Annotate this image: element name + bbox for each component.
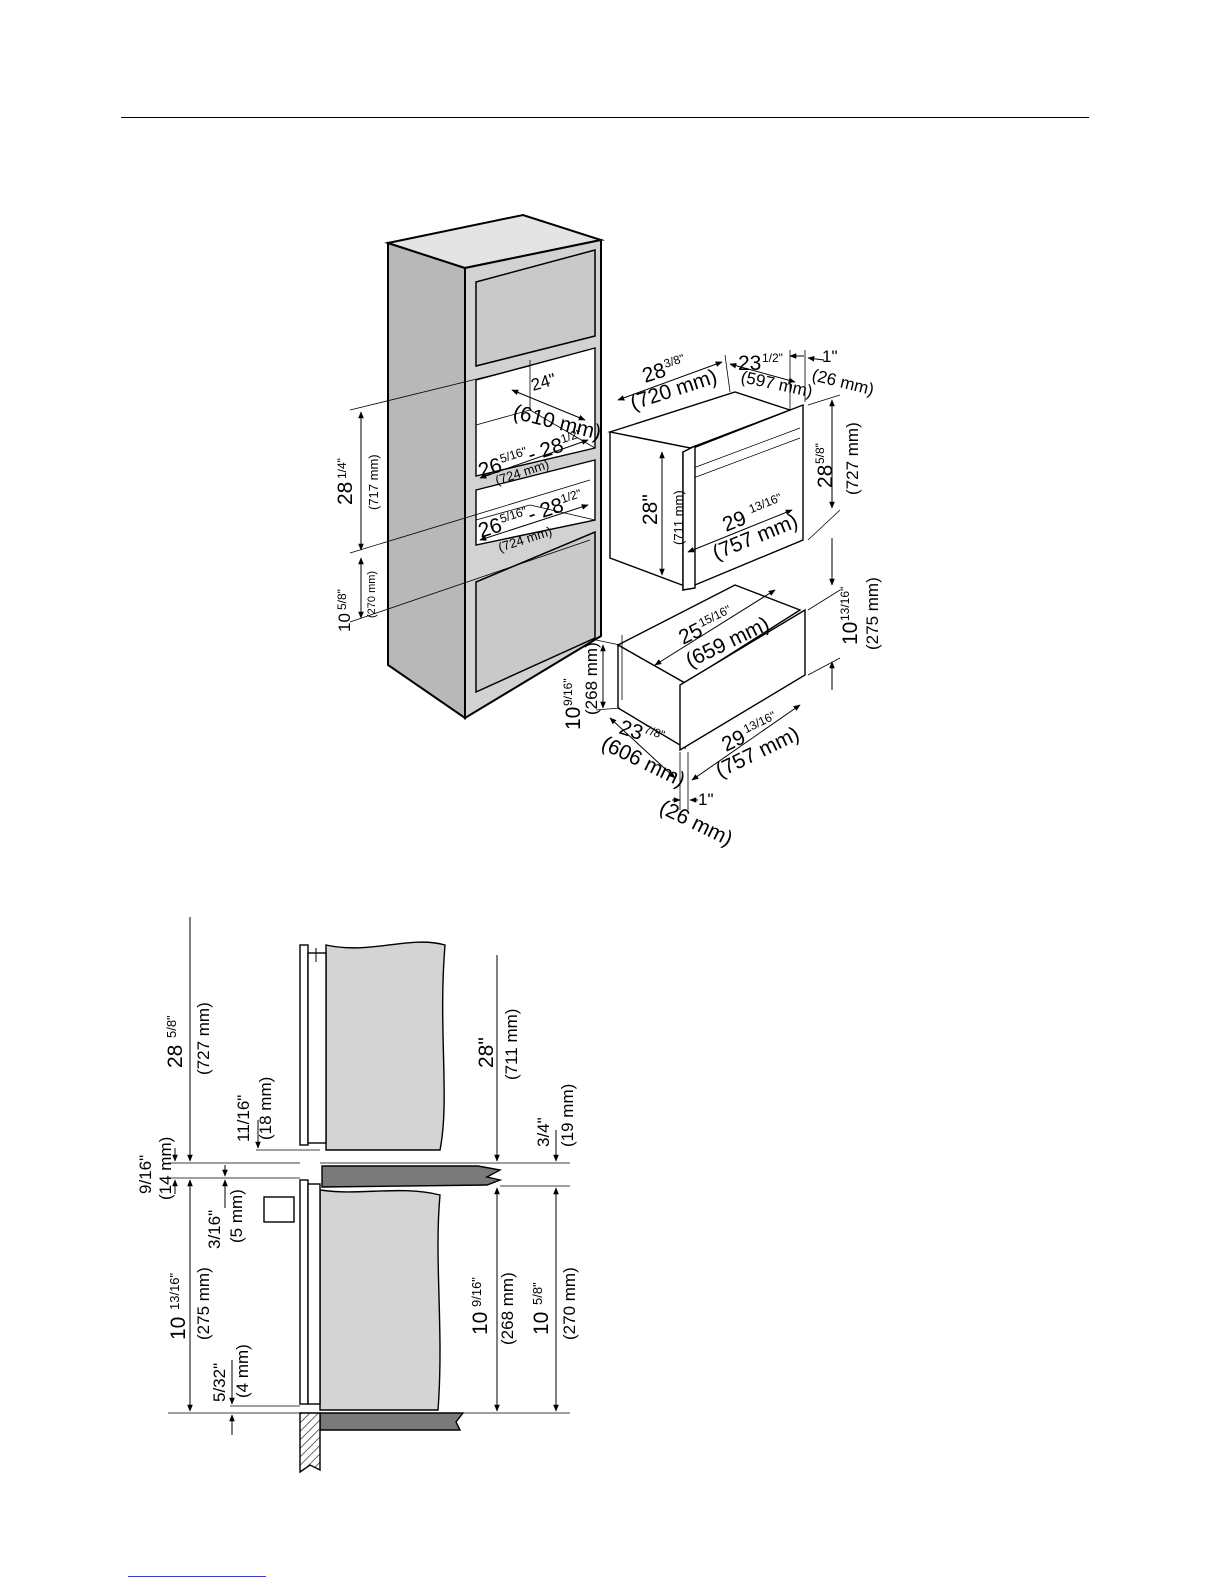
drawer-body-h: 10 — [562, 707, 585, 730]
oven-front: 1" — [822, 347, 838, 366]
cab-lower-mm: (270 mm) — [366, 571, 378, 618]
sec-gap3: 3/16" — [205, 1210, 224, 1249]
section-oven-front — [299, 944, 309, 1146]
oven-width-mm: (597 mm) — [739, 367, 814, 401]
cab-lower-frac: 5/8" — [335, 589, 349, 610]
cab-height: 28 — [334, 482, 357, 505]
sec-shelf: 3/4" — [534, 1117, 553, 1147]
drawer-dimensions — [595, 538, 841, 810]
cabinet-dimensions — [349, 365, 591, 623]
sec-gap2: 9/16" — [136, 1155, 155, 1194]
oven-body-h: 28" — [639, 494, 662, 525]
oven-width: 23 — [738, 352, 761, 375]
sec-gap4: 5/32" — [210, 1363, 229, 1402]
drawer-front-h: 10 — [839, 622, 862, 645]
sec-niche-h-frac: 5/8" — [530, 1282, 545, 1305]
sec-niche-h-mm: (270 mm) — [560, 1267, 579, 1340]
oven-depth-frac: 3/8" — [662, 351, 686, 371]
oven-front-h-mm: (727 mm) — [843, 422, 862, 495]
sec-oven-front-h: 28 — [164, 1045, 187, 1068]
drawer-front-h-mm: (275 mm) — [863, 577, 882, 650]
sec-oven-body-h: 28" — [475, 1037, 498, 1068]
niche-depth2-to-frac: 1/2" — [559, 486, 583, 506]
cabinet-isometric — [384, 213, 605, 720]
sec-oven-body-h-mm: (711 mm) — [502, 1009, 521, 1080]
sec-oven-front-h-mm: (727 mm) — [194, 1002, 213, 1075]
oven-front-h-frac: 5/8" — [813, 443, 827, 464]
section-oven-body — [325, 941, 446, 1151]
sec-drawer-body-h-mm: (268 mm) — [498, 1272, 517, 1345]
section-drawer-body — [319, 1189, 441, 1411]
oven-dimensions — [617, 350, 841, 576]
cab-height-frac: 1/4" — [335, 458, 349, 479]
cab-lower: 10 — [335, 613, 354, 632]
cabinet-lower-panel — [475, 530, 596, 694]
drawer-front-mm: (26 mm) — [656, 796, 736, 851]
drawer-front: 1" — [698, 790, 714, 809]
niche-depth1-to-frac: 1/2" — [559, 426, 583, 446]
cabinet-upper-panel — [475, 249, 596, 367]
sec-drawer-body-h-frac: 9/16" — [469, 1277, 484, 1307]
section-view — [263, 941, 503, 1474]
sec-oven-front-h-frac: 5/8" — [164, 1015, 179, 1038]
footer-link-line — [128, 1576, 266, 1577]
oven-width-frac: 1/2" — [762, 351, 783, 365]
section-wall-hatch — [299, 1412, 321, 1474]
oven-isometric — [607, 391, 804, 592]
section-dimensions — [168, 917, 570, 1435]
sec-gap3-mm: (5 mm) — [227, 1189, 246, 1243]
sec-niche-h: 10 — [530, 1312, 553, 1335]
drawer-body-h-mm: (268 mm) — [582, 642, 601, 715]
sec-drawer-front-h-frac: 13/16" — [167, 1272, 182, 1310]
oven-front-mm: (26 mm) — [810, 365, 876, 399]
section-drawer-handle — [263, 1196, 295, 1223]
cab-height-mm: (717 mm) — [366, 454, 381, 510]
sec-shelf-mm: (19 mm) — [558, 1084, 577, 1147]
sec-gap4-mm: (4 mm) — [233, 1344, 252, 1398]
section-shelf — [321, 1165, 503, 1188]
section-floor — [319, 1412, 465, 1431]
drawer-width-frac: 7/8" — [642, 722, 666, 742]
cabinet-side — [387, 241, 466, 720]
drawer-body-h-frac: 9/16" — [561, 678, 575, 706]
drawer-front-h-frac: 13/16" — [838, 587, 852, 621]
oven-front-h: 28 — [814, 465, 837, 488]
header-rule — [121, 117, 1089, 118]
section-drawer-front — [299, 1179, 309, 1405]
sec-drawer-body-h: 10 — [469, 1312, 492, 1335]
sec-gap2-mm: (14 mm) — [156, 1137, 175, 1200]
sec-drawer-front-h: 10 — [167, 1317, 190, 1340]
oven-body-h-mm: (711 mm) — [671, 490, 686, 545]
sec-gap1: 11/16" — [234, 1095, 253, 1142]
sec-drawer-front-h-mm: (275 mm) — [194, 1267, 213, 1340]
sec-gap1-mm: (18 mm) — [256, 1077, 275, 1140]
